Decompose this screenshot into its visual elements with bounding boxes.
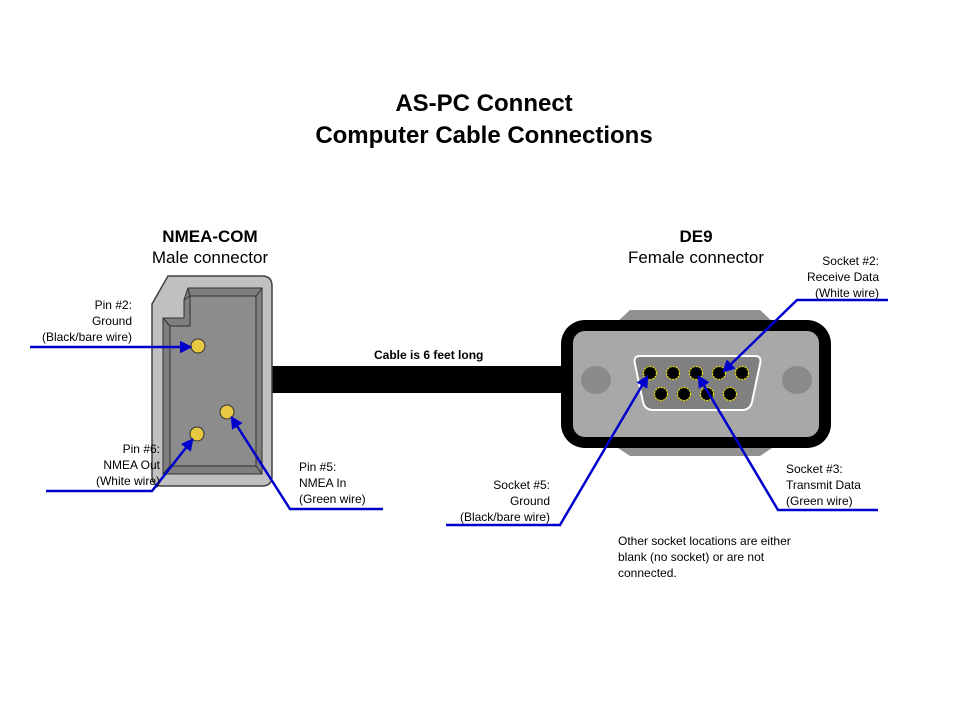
- socket-7: [676, 386, 692, 402]
- pin-5: [219, 404, 235, 420]
- leader-pin-6: [46, 438, 194, 493]
- title-line-1: AS-PC Connect: [395, 90, 573, 117]
- de9-connector: [561, 310, 831, 456]
- socket-5-label: Socket #5: Ground (Black/bare wire): [459, 478, 550, 524]
- left-connector-name: NMEA-COM: [162, 227, 258, 246]
- leader-lines: [30, 298, 888, 527]
- socket-6: [653, 386, 669, 402]
- pin-2-label: Pin #2: Ground (Black/bare wire): [41, 298, 132, 344]
- title-line-2: Computer Cable Connections: [315, 122, 653, 149]
- socket-5: [734, 365, 750, 381]
- pin-5-label: Pin #5: NMEA In (Green wire): [299, 460, 366, 506]
- socket-3-label: Socket #3: Transmit Data (Green wire): [786, 462, 861, 508]
- leader-pin-5: [230, 415, 383, 511]
- socket-9: [722, 386, 738, 402]
- right-connector-type: Female connector: [627, 248, 765, 267]
- right-connector-header: DE9 Female connector: [596, 226, 796, 268]
- pin-6: [189, 426, 205, 442]
- right-connector-name: DE9: [679, 227, 713, 246]
- cable-length-label: Cable is 6 feet long: [374, 348, 484, 362]
- cable: [272, 366, 572, 393]
- leader-socket-2: [722, 298, 888, 373]
- mounting-hole-left: [581, 366, 611, 394]
- socket-4: [711, 365, 727, 381]
- pin-6-label: Pin #6: NMEA Out (White wire): [95, 442, 160, 488]
- socket-2-label: Socket #2: Receive Data (White wire): [806, 254, 879, 300]
- left-connector-type: Male connector: [151, 248, 269, 267]
- left-connector-header: NMEA-COM Male connector: [110, 226, 310, 268]
- socket-2: [665, 365, 681, 381]
- mounting-hole-right: [782, 366, 812, 394]
- leader-socket-5: [446, 374, 649, 527]
- leader-socket-3: [697, 374, 878, 512]
- other-sockets-note: Other socket locations are either blank …: [618, 534, 791, 580]
- pin-2: [190, 338, 206, 354]
